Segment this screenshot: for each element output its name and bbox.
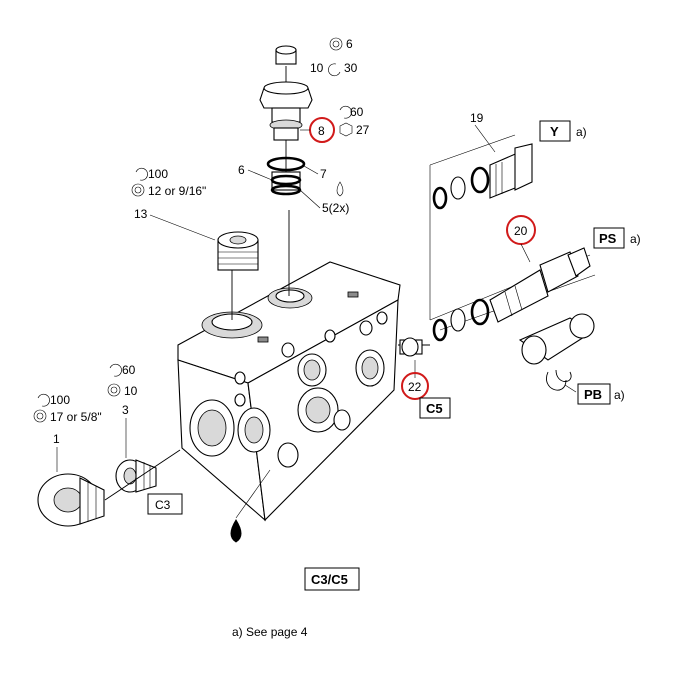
y-label: Y [550,124,559,139]
torque-100-mid-label: 100 [148,167,168,181]
ps-box [593,227,625,249]
part-6-label: 6 [238,163,245,177]
size-17-label: 17 or 5/8" [50,410,102,424]
ps-ref-label: a) [630,232,641,246]
top-assembly [259,45,313,296]
part-13-plug [217,231,259,320]
c3-label: C3 [155,498,171,512]
part-10-label: 10 [310,61,324,75]
c5-box [419,397,451,419]
diagram-title: C3/C5 [311,572,348,587]
y-ref-label: a) [576,125,587,139]
pb-sleeve [518,313,595,391]
part-20-cartridge [432,247,591,342]
c3-box [147,493,183,515]
oil-drop-outline-icon [336,181,344,197]
torque-30-label: 30 [344,61,358,75]
part-22-check [399,337,423,357]
part-3-plug [115,459,157,493]
part-19-cartridge [432,143,533,210]
oil-drop-filled-icon [230,519,242,543]
size-6-label: 6 [346,37,353,51]
torque-60-left-label: 60 [122,363,136,377]
ps-label: PS [599,231,617,246]
pb-ref-label: a) [614,388,625,402]
part-22-label: 22 [408,380,422,394]
size-12-label: 12 or 9/16" [148,184,206,198]
torque-60-top-label: 60 [350,105,364,119]
size-27-label: 27 [356,123,370,137]
part-7-label: 7 [320,167,327,181]
part-13-label: 13 [134,207,148,221]
highlight-part-22 [401,372,429,400]
c5-label: C5 [426,401,443,416]
valve-body [177,261,401,522]
size-10-label: 10 [124,384,138,398]
part-20-label: 20 [514,224,528,238]
title-box [304,567,360,591]
footnote: a) See page 4 [232,625,308,639]
y-box [539,120,571,142]
pb-box [577,383,611,405]
torque-100-left-label: 100 [50,393,70,407]
pb-label: PB [584,387,602,402]
part-19-label: 19 [470,111,484,125]
part-8-label: 8 [318,124,325,138]
part-5-label: 5(2x) [322,201,349,215]
part-1-plug [37,473,105,527]
part-1-label: 1 [53,432,60,446]
part-3-label: 3 [122,403,129,417]
